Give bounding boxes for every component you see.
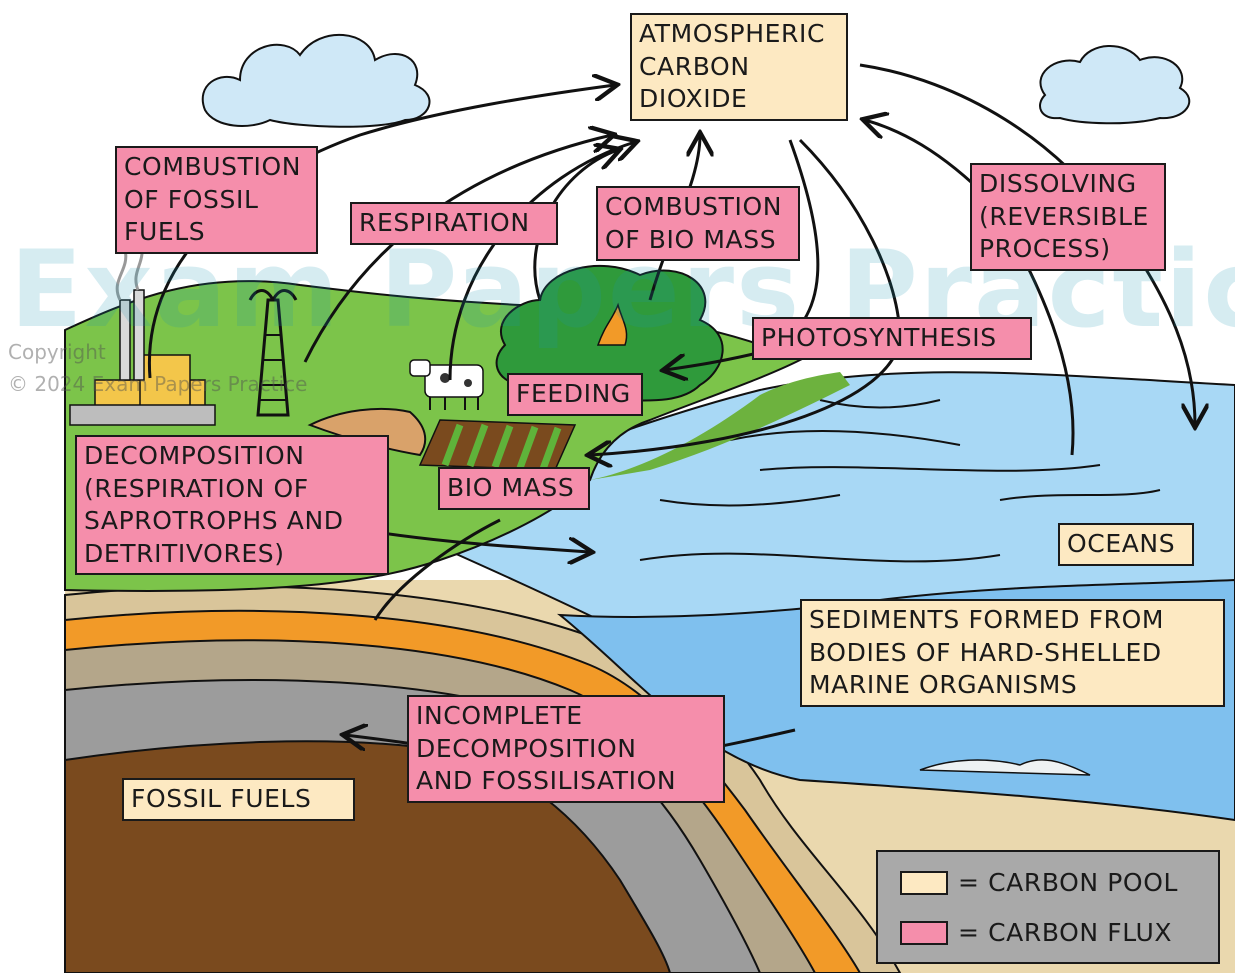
copyright-line: © 2024 Exam Papers Practice (8, 372, 308, 396)
flux-feeding: FEEDING (507, 373, 643, 416)
flux-incomplete-decomposition: INCOMPLETE DECOMPOSITION AND FOSSILISATI… (407, 695, 725, 803)
pool-oceans: OCEANS (1058, 523, 1194, 566)
pool-atmospheric-co2: ATMOSPHERIC CARBON DIOXIDE (630, 13, 848, 121)
legend-flux-label: = CARBON FLUX (958, 918, 1173, 947)
legend-pool-label: = CARBON POOL (958, 868, 1179, 897)
legend: = CARBON POOL = CARBON FLUX (876, 850, 1220, 964)
copyright-line: Copyright (8, 340, 106, 364)
pool-fossil-fuels: FOSSIL FUELS (122, 778, 355, 821)
cow-icon (409, 359, 484, 410)
flux-dissolving: DISSOLVING (REVERSIBLE PROCESS) (970, 163, 1166, 271)
flux-photosynthesis: PHOTOSYNTHESIS (752, 317, 1032, 360)
cloud-icon (201, 33, 431, 128)
pool-sediments: SEDIMENTS FORMED FROM BODIES OF HARD-SHE… (800, 599, 1225, 707)
legend-item-flux: = CARBON FLUX (900, 918, 1172, 947)
flux-swatch (900, 920, 948, 945)
flux-respiration: RESPIRATION (350, 202, 558, 245)
legend-item-pool: = CARBON POOL (900, 868, 1178, 897)
oil-derrick-icon (248, 289, 298, 417)
flux-biomass: BIO MASS (438, 467, 590, 510)
crop-field-icon (418, 419, 577, 471)
flux-decomposition: DECOMPOSITION (RESPIRATION OF SAPROTROPH… (75, 435, 389, 575)
flux-combustion-biomass: COMBUSTION OF BIO MASS (596, 186, 800, 261)
flux-combustion-fossil-fuels: COMBUSTION OF FOSSIL FUELS (115, 146, 318, 254)
pool-swatch (900, 870, 948, 895)
factory-icon (69, 239, 216, 426)
cloud-icon (1039, 45, 1191, 125)
